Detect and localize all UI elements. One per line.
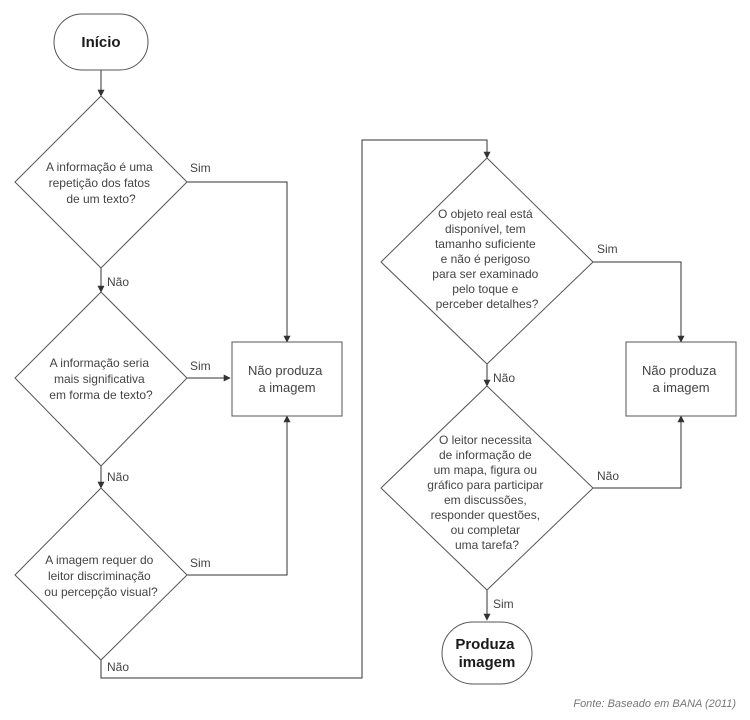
q1-yes-label: Sim <box>190 161 211 175</box>
outcome-left-text: Não produza a imagem <box>248 363 326 395</box>
outcome-left: Não produza a imagem <box>231 341 343 417</box>
q5-line: responder questões, <box>431 508 540 522</box>
q3-text: A imagem requer do leitor discriminação … <box>44 553 158 599</box>
q4-yes-label: Sim <box>597 242 618 256</box>
edge-q1-yes <box>187 181 291 343</box>
source-note: Fonte: Baseado em BANA (2011) <box>573 698 736 710</box>
start-node: Início <box>53 13 149 71</box>
decision-q2: A informação seria mais significativa em… <box>14 291 188 467</box>
q2-text: A informação seria mais significativa em… <box>49 356 153 402</box>
q4-text: O objeto real está disponível, tem taman… <box>432 207 541 311</box>
q4-line: O objeto real está <box>438 207 533 221</box>
q5-yes-label: Sim <box>493 597 514 611</box>
q1-line: A informação é uma <box>46 160 153 174</box>
q5-line: uma tarefa? <box>455 538 519 552</box>
edge-q5-no <box>593 415 685 489</box>
q3-line: A imagem requer do <box>45 553 153 567</box>
q2-yes-label: Sim <box>190 359 211 373</box>
end-line: Produza <box>455 636 515 653</box>
q5-no-label: Não <box>597 469 619 483</box>
q3-yes-label: Sim <box>190 556 211 570</box>
q4-line: tamanho suficiente <box>435 237 536 251</box>
q2-line: em forma de texto? <box>49 388 153 402</box>
edge-q4-yes <box>593 261 685 343</box>
q2-line: A informação seria <box>50 356 150 370</box>
q3-line: leitor discriminação <box>48 569 151 583</box>
outcome-left-line: a imagem <box>258 380 315 395</box>
q2-line: mais significativa <box>54 372 145 386</box>
edges <box>97 70 685 679</box>
edge-labels: Sim Não Sim Não Sim Não Sim Não Não Sim <box>107 161 619 674</box>
q1-line: repetição dos fatos <box>49 176 150 190</box>
q5-line: em discussões, <box>444 493 527 507</box>
q4-line: disponível, tem <box>445 222 526 236</box>
decision-q1: A informação é uma repetição dos fatos d… <box>14 95 188 269</box>
q5-line: O leitor necessita <box>439 433 532 447</box>
q4-line: pelo toque e <box>452 282 518 296</box>
q4-line: para ser examinado <box>432 267 538 281</box>
decision-q3: A imagem requer do leitor discriminação … <box>14 487 188 661</box>
outcome-right: Não produza a imagem <box>625 341 737 417</box>
q5-text: O leitor necessita de informação de um m… <box>427 433 546 552</box>
q5-line: um mapa, figura ou <box>434 463 537 477</box>
q1-line: de um texto? <box>66 192 136 206</box>
end-text: Produza imagem <box>455 636 518 671</box>
start-label: Início <box>81 34 120 51</box>
q1-text: A informação é uma repetição dos fatos d… <box>46 160 156 206</box>
decision-q5: O leitor necessita de informação de um m… <box>380 385 594 591</box>
outcome-left-line: Não produza <box>248 363 323 378</box>
q5-line: ou completar <box>451 523 520 537</box>
edge-q3-yes <box>187 415 291 576</box>
q3-no-label: Não <box>107 660 129 674</box>
q4-line: e não é perigoso <box>441 252 531 266</box>
q5-line: gráfico para participar <box>427 478 543 492</box>
outcome-right-line: a imagem <box>652 380 709 395</box>
q2-no-label: Não <box>107 470 129 484</box>
q1-no-label: Não <box>107 275 129 289</box>
q5-line: de informação de <box>439 448 532 462</box>
outcome-right-text: Não produza a imagem <box>642 363 720 395</box>
outcome-right-line: Não produza <box>642 363 717 378</box>
edge-q3-no <box>100 139 491 679</box>
end-line: imagem <box>459 654 516 671</box>
q4-line: perceber detalhes? <box>436 297 539 311</box>
q4-no-label: Não <box>493 371 515 385</box>
end-node: Produza imagem <box>441 621 533 685</box>
q3-line: ou percepção visual? <box>44 585 158 599</box>
decision-q4: O objeto real está disponível, tem taman… <box>380 157 594 365</box>
